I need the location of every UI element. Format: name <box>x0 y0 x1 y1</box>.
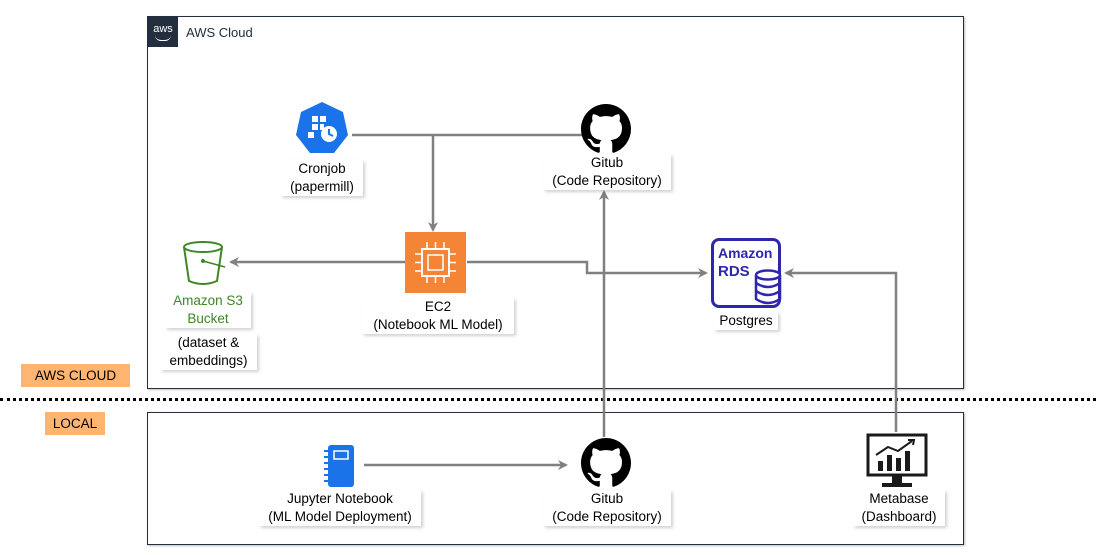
s3-note-line2: embeddings) <box>169 353 248 368</box>
metabase-dashboard-icon <box>866 433 928 487</box>
metabase-label: Metabase (Dashboard) <box>853 490 945 526</box>
s3-note: (dataset & embeddings) <box>160 334 257 370</box>
ec2-rds-arrow <box>467 260 708 278</box>
rds-icon: Amazon RDS <box>711 238 782 308</box>
rds-logo-amazon: Amazon <box>718 245 773 261</box>
metabase-name: Metabase <box>869 491 929 506</box>
cronjob-detail: (papermill) <box>290 179 354 194</box>
github-cloud-label: Gitub (Code Repository) <box>543 154 671 190</box>
aws-cloud-group-title: AWS Cloud <box>186 25 253 40</box>
github-local-detail: (Code Repository) <box>552 509 662 524</box>
s3-note-line1: (dataset & <box>177 335 240 350</box>
ec2-name: EC2 <box>424 299 452 314</box>
github-cloud-icon <box>581 104 631 153</box>
rds-label: Postgres <box>714 312 778 330</box>
github-cloud-name: Gitub <box>590 155 624 170</box>
cronjob-name: Cronjob <box>298 161 346 176</box>
s3-name: Amazon S3 <box>173 293 243 308</box>
ec2-detail: (Notebook ML Model) <box>373 317 503 332</box>
jupyter-label: Jupyter Notebook (ML Model Deployment) <box>259 490 421 526</box>
zone-divider <box>0 398 1096 401</box>
local-zone-tag: LOCAL <box>45 412 105 435</box>
jupyter-name: Jupyter Notebook <box>287 491 393 506</box>
database-cylinder-icon <box>754 269 782 305</box>
jupyter-notebook-icon <box>324 445 354 487</box>
ec2-icon <box>405 232 466 293</box>
aws-cloud-group: aws AWS Cloud <box>147 16 964 389</box>
ec2-label: EC2 (Notebook ML Model) <box>362 298 514 334</box>
github-local-name: Gitub <box>590 491 624 506</box>
s3-type: Bucket <box>187 311 229 326</box>
s3-label: Amazon S3 Bucket <box>165 292 251 328</box>
metabase-rds-arrow <box>784 268 898 432</box>
github-local-icon <box>581 438 631 487</box>
cronjob-label: Cronjob (papermill) <box>281 160 363 196</box>
github-cloud-detail: (Code Repository) <box>552 173 662 188</box>
metabase-detail: (Dashboard) <box>861 509 937 524</box>
s3-bucket-icon <box>183 241 226 285</box>
kubernetes-cronjob-icon <box>296 102 348 153</box>
rds-logo-rds: RDS <box>718 263 750 280</box>
aws-logo-icon: aws <box>148 17 178 47</box>
aws-cloud-zone-tag: AWS CLOUD <box>21 364 130 387</box>
rds-name: Postgres <box>719 313 773 328</box>
jupyter-detail: (ML Model Deployment) <box>268 509 412 524</box>
github-local-label: Gitub (Code Repository) <box>543 490 671 526</box>
